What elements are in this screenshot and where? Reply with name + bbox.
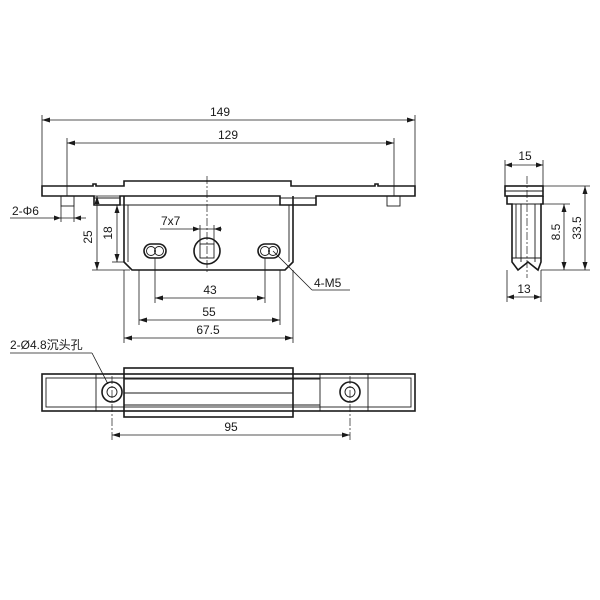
dim-25-label: 25 [81,230,95,244]
dim-square-label: 7x7 [161,214,181,228]
front-body-outline [123,196,294,271]
dim-95: 95 [112,420,350,438]
dim-13-label: 13 [517,282,531,296]
left-slot-hole-b [154,246,164,256]
right-slot-hole-b [268,246,278,256]
left-slot [143,243,167,259]
left-hole-projection [60,195,75,207]
side-view [504,176,544,278]
dim-675: 67.5 [123,270,294,343]
left-slot-hole-a [146,246,156,256]
dim-13: 13 [506,270,542,302]
dim-hole-dia: 2-Φ6 [10,204,86,222]
dim-95-label: 95 [224,420,238,434]
square-hole-boss [193,237,221,265]
dim-129: 129 [66,128,395,196]
right-slot-hole-a [260,246,270,256]
bottom-body [123,367,294,418]
right-slot [257,243,281,259]
front-view [41,176,416,272]
dim-149-label: 149 [210,105,230,119]
square-hole [199,243,215,259]
dim-335-label: 33.5 [570,216,584,240]
dim-85-label: 8.5 [549,223,563,240]
right-hole-projection [386,195,401,207]
thread-callout: 4-M5 [272,250,350,291]
dim-55: 55 [138,270,281,325]
dim-335: 33.5 [543,185,590,270]
thread-label: 4-M5 [314,276,342,290]
bottom-view [41,367,416,440]
dim-15: 15 [504,149,544,186]
dim-85: 8.5 [541,203,590,271]
countersunk-callout: 2-Ø4.8沉头孔 [10,338,109,385]
bottom-plate-outline [41,373,416,412]
dim-square: 7x7 [160,214,222,244]
dim-15-label: 15 [518,149,532,163]
countersunk-label: 2-Ø4.8沉头孔 [10,338,83,352]
dim-hole-dia-label: 2-Φ6 [12,204,39,218]
dim-18: 18 [101,204,124,263]
dim-675-label: 67.5 [196,323,220,337]
dim-43: 43 [154,258,266,303]
dim-43-label: 43 [203,283,217,297]
side-body-outline [506,196,544,272]
dim-149: 149 [41,105,416,186]
dim-18-label: 18 [101,226,115,240]
dim-129-label: 129 [218,128,238,142]
dim-55-label: 55 [202,305,216,319]
